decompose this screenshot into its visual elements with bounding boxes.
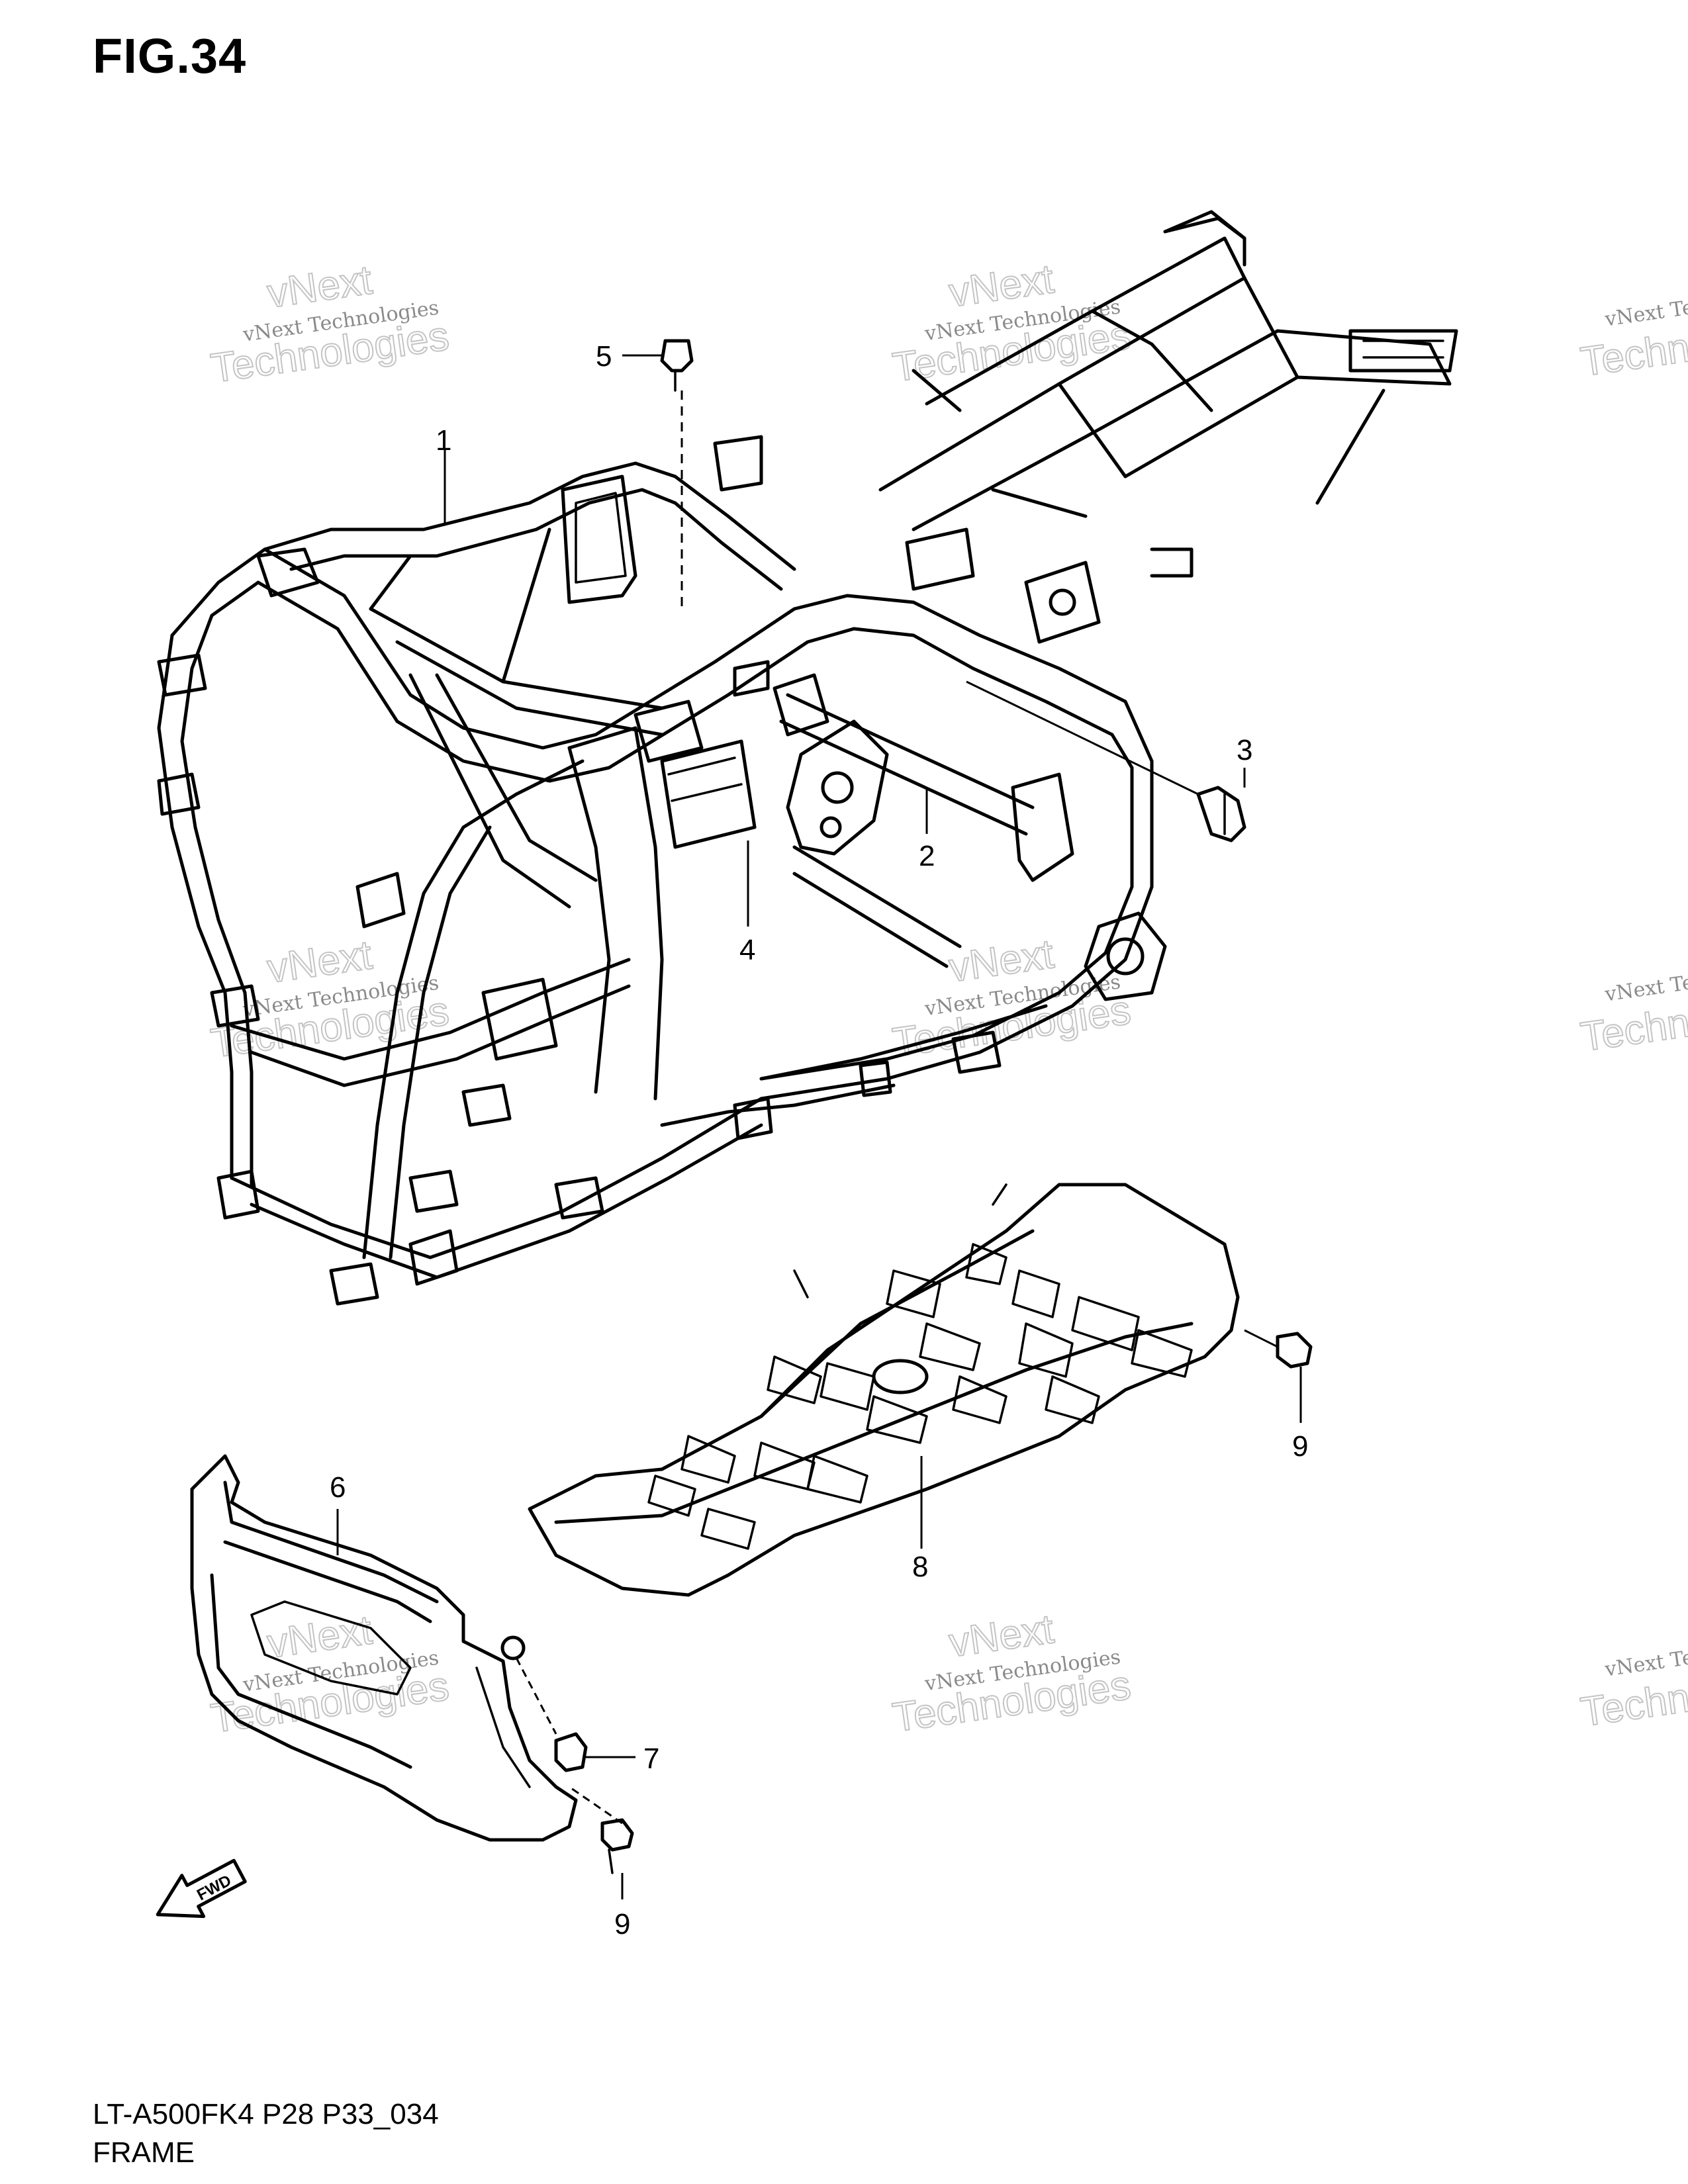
callout-3: 3 bbox=[1237, 734, 1252, 766]
skid-plate bbox=[528, 1183, 1240, 1597]
watermark: Technologies vNext Technologies bbox=[1577, 1631, 1688, 1736]
figure-title: FIG.34 bbox=[93, 28, 247, 83]
bolt-part-9-right bbox=[1244, 1329, 1313, 1423]
forward-arrow-icon: FWD bbox=[156, 1858, 247, 1919]
watermark: Technologies vNext vNext Technologies bbox=[889, 1606, 1134, 1741]
callout-7: 7 bbox=[643, 1743, 659, 1775]
main-frame bbox=[157, 210, 1458, 1306]
model-code: LT-A500FK4 P28 P33_034 bbox=[93, 2098, 439, 2130]
bolt-part-9-lower bbox=[569, 1786, 634, 1899]
section-name: FRAME bbox=[93, 2136, 195, 2169]
callout-labels: 1 2 3 4 5 6 7 8 9 9 bbox=[330, 340, 1308, 1940]
watermark: Technologies vNext vNext Technologies bbox=[207, 256, 452, 392]
watermark: Technologies vNext vNext Technologies bbox=[207, 931, 452, 1067]
bolt-part-5 bbox=[622, 339, 694, 609]
callout-9-right: 9 bbox=[1292, 1430, 1308, 1463]
callout-8: 8 bbox=[912, 1551, 928, 1583]
callout-6: 6 bbox=[330, 1471, 346, 1504]
bolt-part-3 bbox=[966, 680, 1246, 842]
callout-4: 4 bbox=[739, 934, 755, 966]
fastener-part-7 bbox=[515, 1657, 635, 1772]
watermark: Technologies vNext Technologies bbox=[1577, 281, 1688, 386]
cross-member bbox=[773, 673, 1074, 882]
watermark-small: vNext Technologies bbox=[1603, 1631, 1688, 1681]
callout-1: 1 bbox=[436, 424, 451, 457]
callout-5: 5 bbox=[596, 340, 612, 373]
watermark-small: vNext Technologies bbox=[1603, 281, 1688, 331]
watermark: Technologies vNext Technologies bbox=[1577, 956, 1688, 1061]
watermark: Technologies vNext vNext Technologies bbox=[889, 255, 1134, 391]
watermark-small: vNext Technologies bbox=[1603, 956, 1688, 1006]
front-guard bbox=[190, 1454, 578, 1842]
callout-2: 2 bbox=[919, 840, 935, 872]
callout-9-lower: 9 bbox=[614, 1908, 630, 1940]
